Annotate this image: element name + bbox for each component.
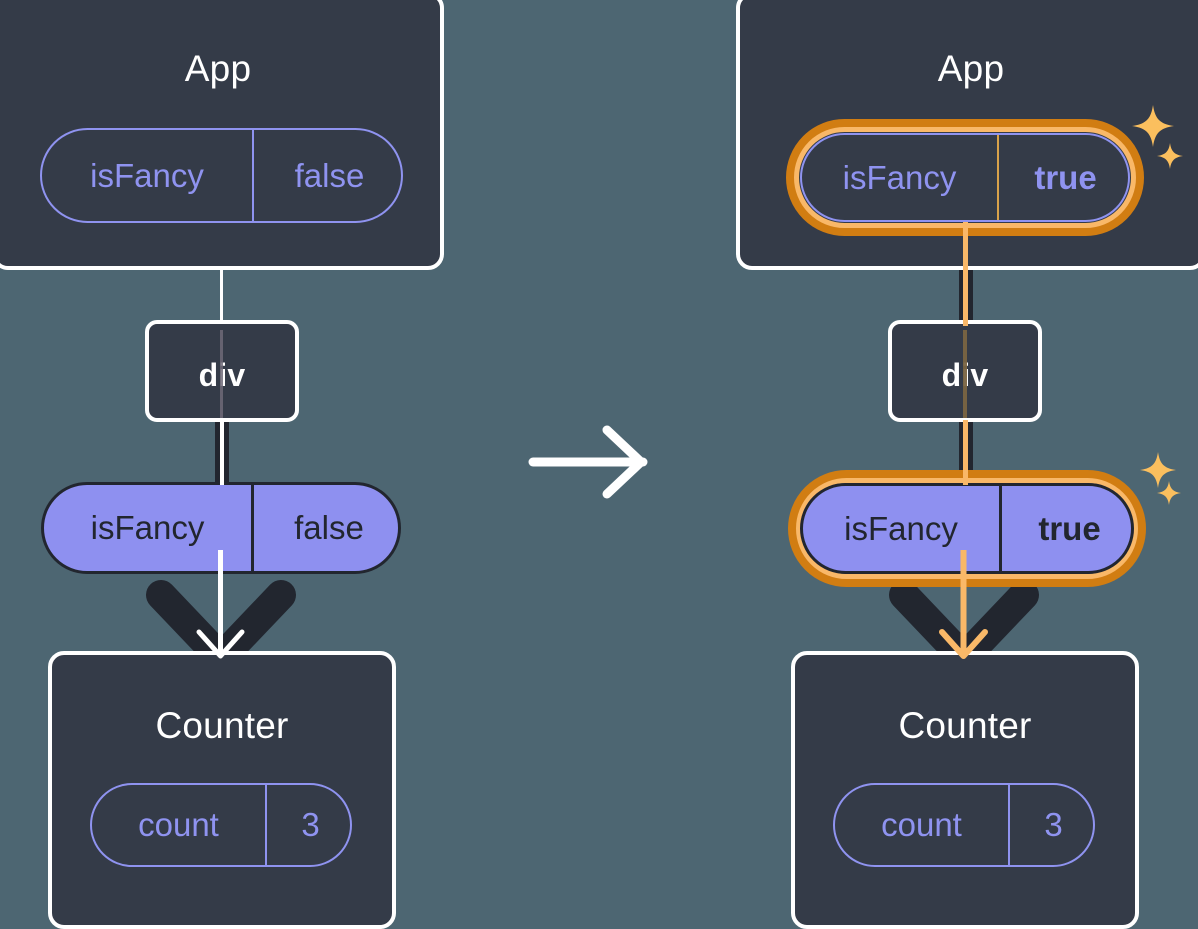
state-pill-app-left-key: isFancy — [90, 156, 204, 194]
sparkle-small-icon-prop — [1157, 481, 1181, 505]
connector-app-to-div-left — [220, 266, 223, 324]
node-app-right-title: App — [937, 48, 1005, 89]
state-pill-app-right[interactable]: isFancy true — [800, 133, 1130, 222]
node-counter-left-title: Counter — [155, 705, 289, 746]
transition-arrow-right-icon — [528, 425, 648, 499]
state-pill-counter-right[interactable]: count 3 — [833, 783, 1095, 867]
state-pill-counter-right-value: 3 — [1008, 785, 1093, 865]
state-pill-app-left-value: false — [252, 130, 401, 221]
connector-through-div-left — [220, 330, 223, 418]
flow-arrow-white-left — [196, 550, 245, 659]
node-counter-right-title: Counter — [898, 705, 1032, 746]
state-pill-counter-left-value: 3 — [265, 785, 350, 865]
prop-pill-right-value: true — [999, 486, 1131, 571]
state-pill-app-right-key: isFancy — [842, 158, 957, 196]
state-pill-counter-right-key: count — [881, 806, 962, 843]
prop-pill-left-key: isFancy — [90, 509, 205, 546]
prop-pill-right[interactable]: isFancy true — [800, 483, 1134, 574]
flow-arrow-gold-right — [939, 550, 988, 659]
connector-div-to-prop-white-left — [220, 420, 224, 485]
prop-pill-right-key: isFancy — [844, 509, 958, 547]
state-pill-counter-left[interactable]: count 3 — [90, 783, 352, 867]
state-pill-counter-left-key: count — [138, 806, 219, 843]
connector-through-div-right — [963, 330, 967, 418]
connector-app-to-div-gold-right — [963, 222, 968, 326]
sparkle-large-icon-app — [1132, 105, 1174, 147]
connector-div-to-prop-gold-right — [963, 420, 968, 485]
sparkle-large-icon-prop — [1140, 452, 1176, 488]
node-app-left-title: App — [184, 48, 252, 89]
sparkle-small-icon-app — [1157, 143, 1183, 169]
state-pill-app-left[interactable]: isFancy false — [40, 128, 403, 223]
state-pill-app-right-value: true — [997, 135, 1128, 220]
prop-pill-left-value: false — [251, 485, 398, 571]
